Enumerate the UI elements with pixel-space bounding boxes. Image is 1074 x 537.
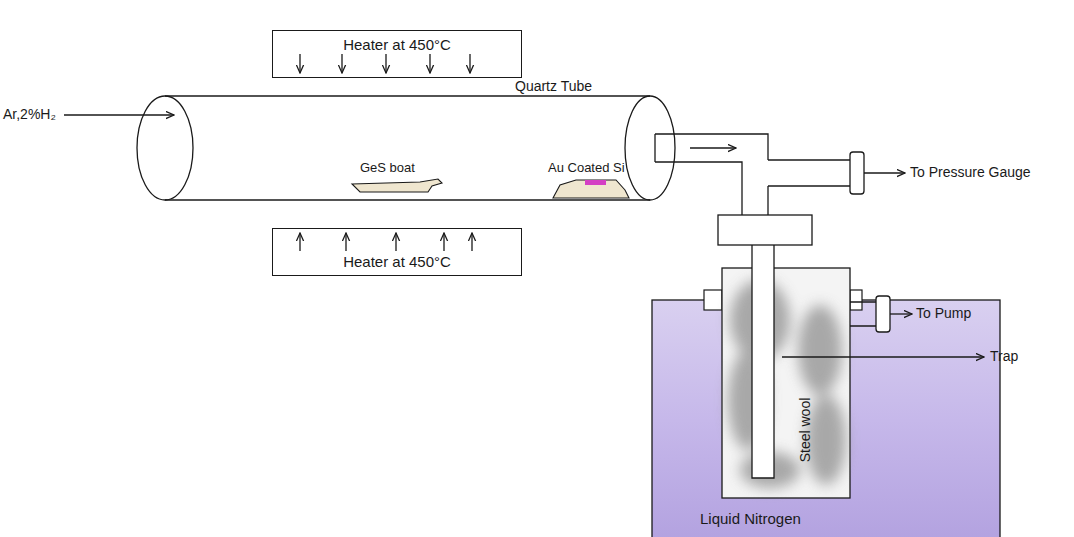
node-label: Liquid Nitrogen (700, 510, 801, 527)
heat-arrow (345, 233, 346, 251)
heat-arrow (429, 54, 430, 73)
heat-arrow (471, 233, 472, 251)
heat-arrow (395, 233, 396, 251)
trap-leader (782, 356, 984, 357)
gauge-port (768, 159, 850, 160)
gas-inlet-arrow (64, 114, 174, 115)
part-label: Steel wool (797, 398, 813, 463)
port-label: To Pressure Gauge (910, 164, 1031, 180)
heat-arrows (300, 54, 472, 251)
tube-end (137, 96, 193, 200)
flow-arrow (690, 147, 736, 148)
liquid-nitrogen-dewar: Liquid Nitrogen (652, 300, 1000, 537)
tube-wall-line (165, 95, 650, 96)
gauge-leader (864, 172, 905, 173)
quartz-tube-outline (135, 78, 680, 204)
pump-leader (890, 313, 912, 314)
part-label: Au Coated Si (548, 161, 625, 176)
node-label: Heater at 450°C (273, 36, 521, 53)
steel-wool-fibres (798, 305, 842, 395)
pipe-wall (655, 162, 742, 215)
gas-label: Ar,2%H₂ (3, 106, 56, 122)
heat-arrow (299, 233, 300, 251)
dewar-collar (704, 290, 722, 310)
heater-block: Heater at 450°C (272, 30, 522, 78)
steel-wool (728, 280, 846, 488)
ges-boat (352, 179, 442, 192)
pipe-wall (767, 186, 768, 215)
heater-block: Heater at 450°C (272, 228, 522, 276)
heat-arrow (341, 54, 342, 73)
part-label: GeS boat (360, 161, 415, 176)
pump-port (850, 302, 876, 326)
node-label: Heater at 450°C (273, 253, 521, 270)
dewar (652, 300, 1000, 537)
dewar-collar (850, 290, 862, 310)
heat-arrow (299, 54, 300, 73)
pump-valve (876, 296, 890, 332)
quartz-tube: Quartz Tube (135, 78, 680, 204)
heat-arrow (385, 54, 386, 73)
substrate-holder (553, 180, 629, 198)
port-label: To Pump (916, 305, 971, 321)
tube-wall (137, 96, 675, 200)
tube-wall-line (165, 199, 650, 200)
au-coated-si (585, 180, 606, 185)
pipe-mouth (654, 134, 655, 162)
tube-end (625, 96, 675, 200)
dip-tube (752, 245, 774, 478)
heat-arrow (469, 54, 470, 73)
heat-arrow (443, 233, 444, 251)
gauge-valve (850, 152, 864, 194)
apparatus-title: Quartz Tube (515, 78, 592, 94)
outlet-pipe (655, 134, 850, 215)
part-label: Trap (990, 348, 1018, 364)
trap-container (722, 268, 850, 498)
pipe-wall (655, 134, 768, 160)
gauge-port (768, 185, 850, 186)
flange (718, 215, 812, 245)
